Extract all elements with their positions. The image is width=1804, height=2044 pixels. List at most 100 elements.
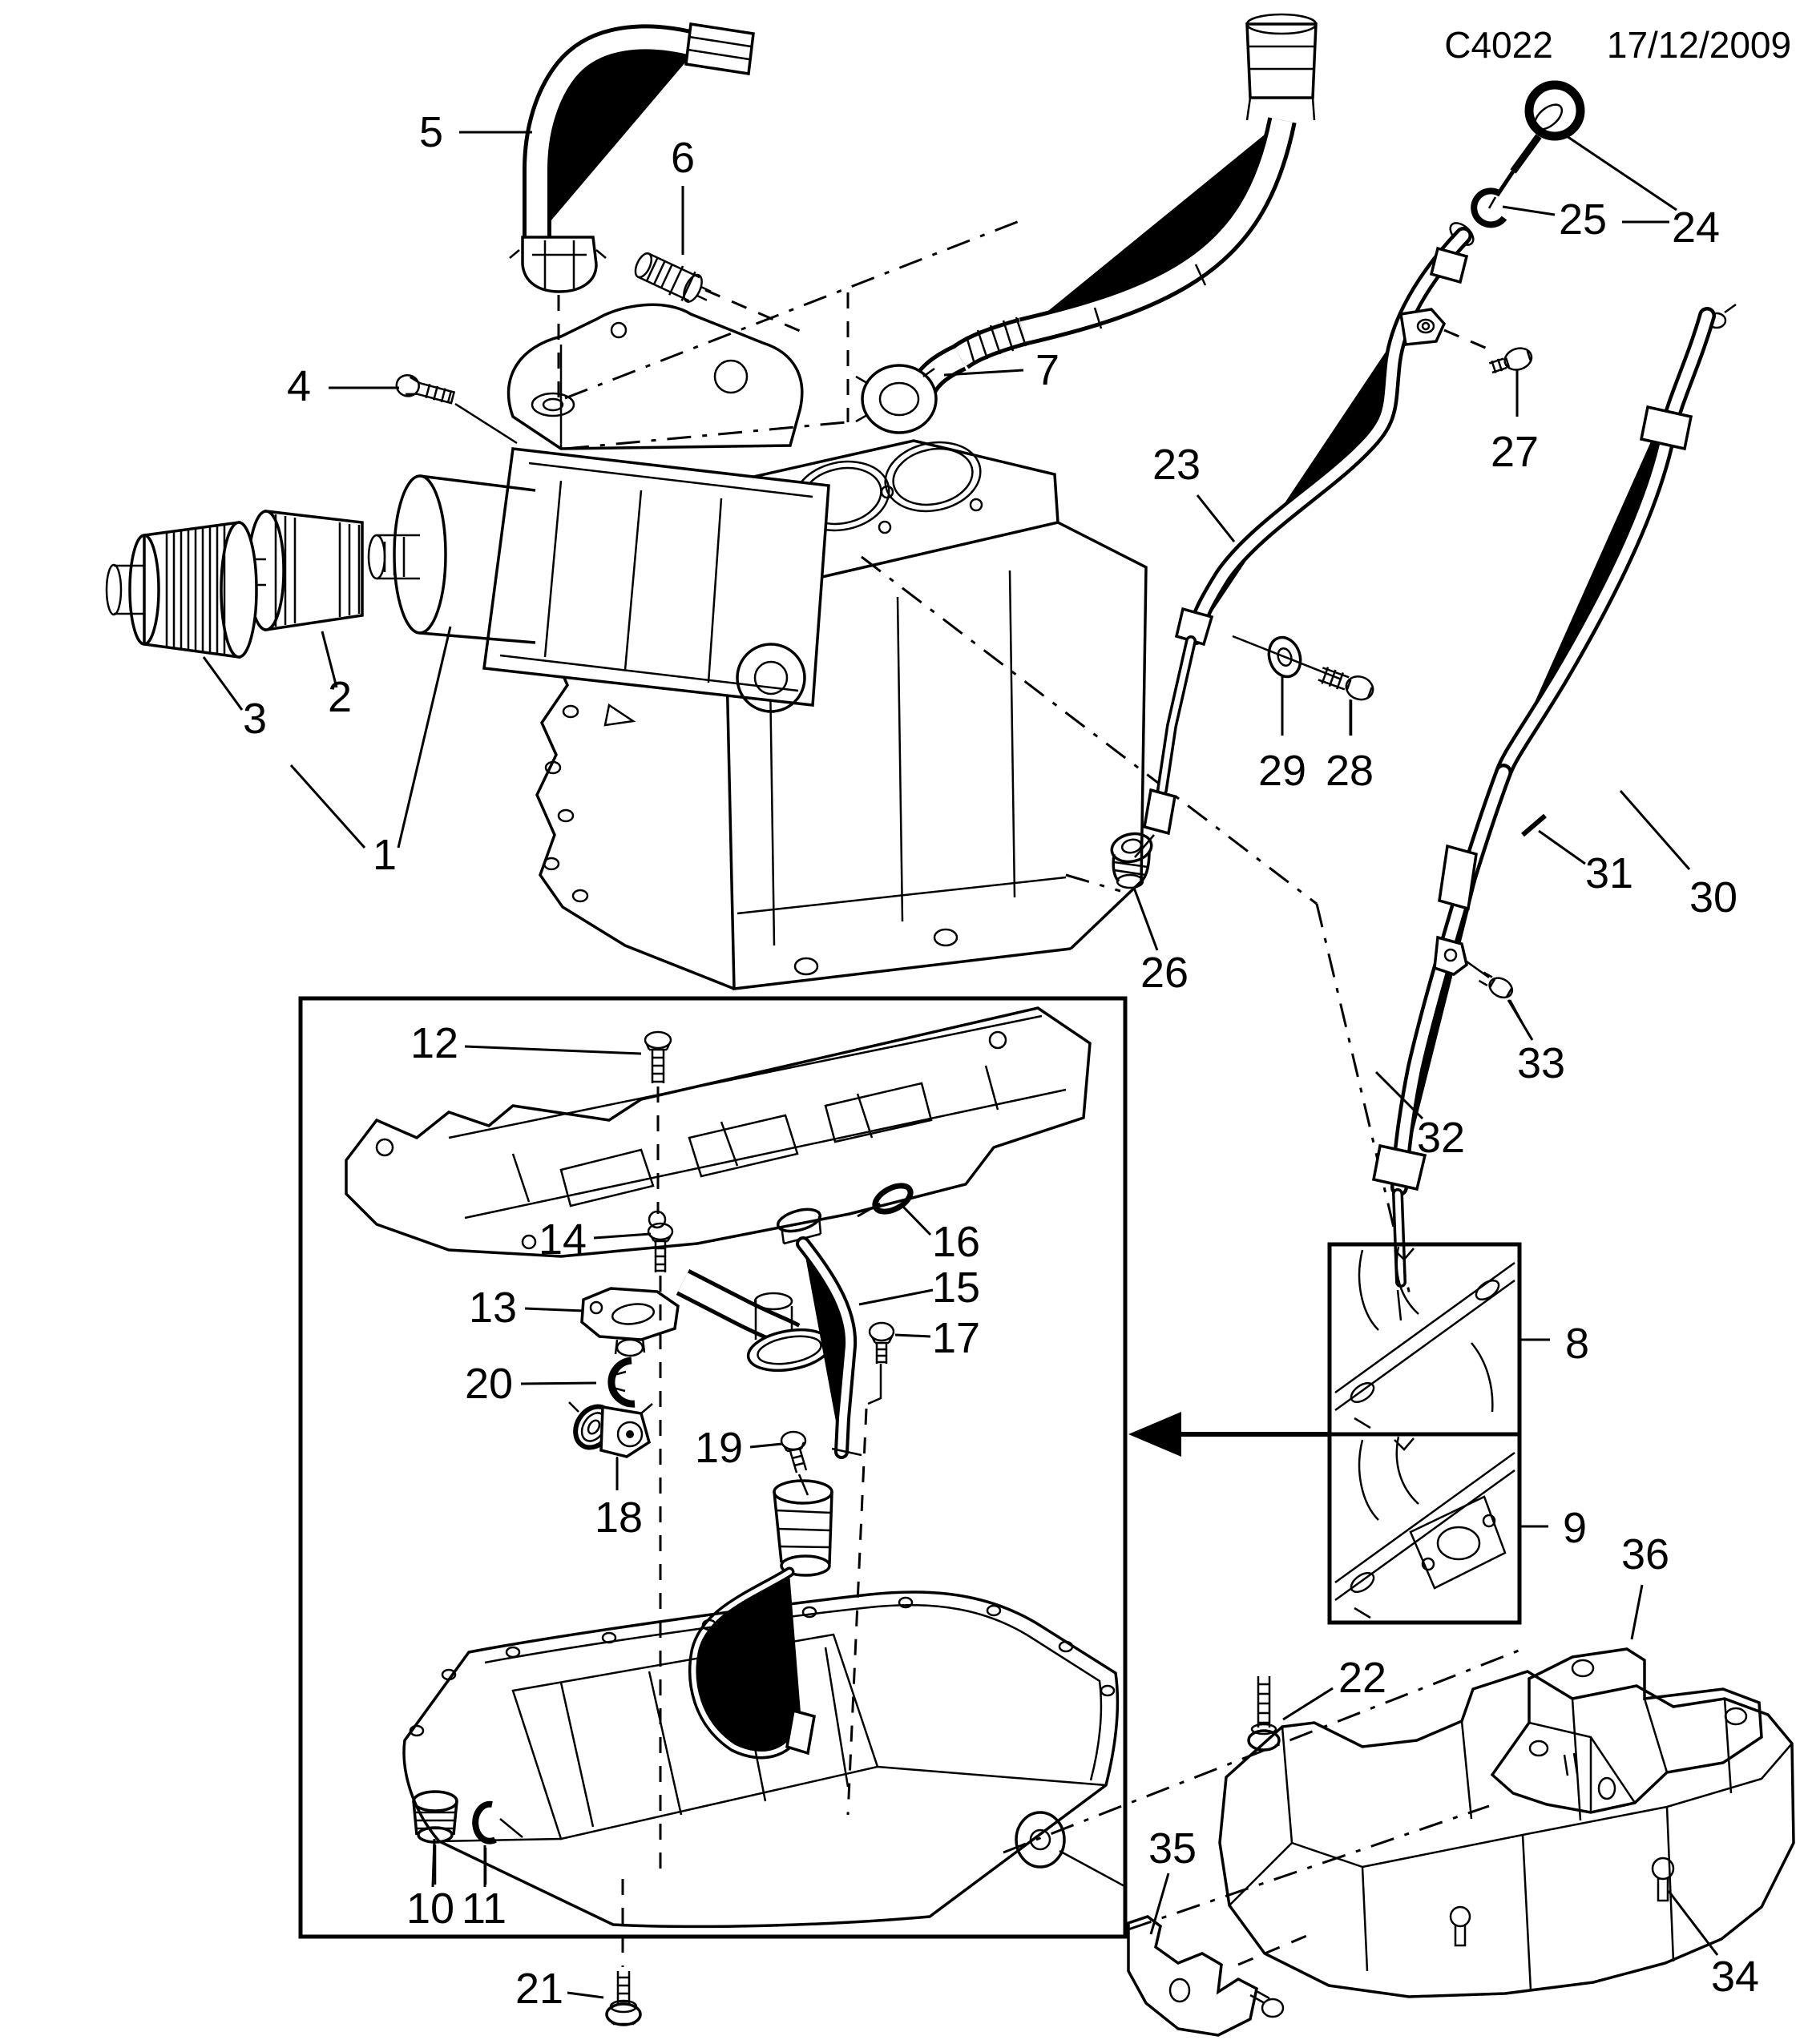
callout-4: 4 — [287, 362, 399, 410]
callout-10: 10 — [406, 1838, 454, 1933]
callout-34-number: 34 — [1711, 1953, 1759, 2001]
callout-22-leader — [1282, 1687, 1334, 1721]
callout-33-number: 33 — [1517, 1039, 1565, 1087]
callout-7: 7 — [943, 346, 1059, 394]
callout-33-leader — [1507, 999, 1534, 1041]
callout-36-number: 36 — [1621, 1530, 1669, 1578]
callout-34: 34 — [1667, 1890, 1759, 2001]
callout-28: 28 — [1326, 699, 1374, 795]
callout-17-number: 17 — [932, 1314, 980, 1362]
drawing-date: 17/12/2009 — [1607, 24, 1791, 66]
callout-4-number: 4 — [287, 362, 311, 410]
callout-36: 36 — [1621, 1530, 1669, 1640]
callout-6: 6 — [671, 134, 695, 255]
callout-24: 24 — [1564, 133, 1720, 252]
callout-35-number: 35 — [1148, 1824, 1197, 1873]
bolt-14 — [647, 1222, 674, 1873]
callout-31-number: 31 — [1585, 849, 1633, 897]
oil-filter-cap — [105, 520, 258, 659]
callout-5: 5 — [419, 108, 532, 156]
callout-7-leader — [943, 369, 1024, 377]
callout-13-leader — [524, 1307, 584, 1312]
windage-tray-baffle — [345, 1006, 1092, 1258]
oil-pickup-pipe — [580, 1282, 833, 1373]
callout-1-leader — [397, 626, 452, 849]
callout-25: 25 — [1502, 196, 1607, 244]
inset-box-8 — [1327, 1242, 1522, 1437]
callout-22-number: 22 — [1338, 1654, 1386, 1702]
callout-13-number: 13 — [469, 1284, 517, 1332]
callout-16-leader — [857, 1202, 881, 1218]
vent-hose-5 — [509, 22, 755, 398]
drawing-code: C4022 — [1444, 24, 1553, 66]
callout-8-number: 8 — [1565, 1320, 1589, 1368]
callout-3-number: 3 — [243, 695, 267, 743]
detail-arrow — [1128, 1412, 1330, 1457]
bolt-17 — [846, 1321, 895, 1816]
callout-15-leader — [858, 1288, 934, 1306]
callout-11-number: 11 — [462, 1885, 506, 1933]
callout-18: 18 — [595, 1458, 643, 1542]
oil-pressure-switch-18 — [568, 1401, 653, 1489]
callout-20-number: 20 — [465, 1360, 513, 1408]
callout-12-leader — [464, 1045, 642, 1055]
callout-14-number: 14 — [539, 1216, 587, 1264]
callout-29-number: 29 — [1258, 747, 1306, 795]
callout-15-number: 15 — [932, 1264, 980, 1312]
oil-pan-detail-box — [298, 996, 1128, 1939]
callout-7-number: 7 — [1035, 346, 1059, 394]
callout-3: 3 — [202, 656, 267, 743]
callout-2-number: 2 — [328, 673, 352, 721]
bolt-33 — [1478, 971, 1531, 1036]
callout-33: 33 — [1507, 999, 1565, 1087]
oil-pan — [402, 1590, 1127, 1929]
callout-10-number: 10 — [406, 1885, 454, 1933]
callout-23: 23 — [1152, 441, 1236, 542]
callout-16-leader — [902, 1205, 932, 1236]
callout-8: 8 — [1520, 1320, 1589, 1368]
dipstick-guide-tube-23 — [1134, 222, 1490, 858]
bolt-27 — [1488, 347, 1533, 417]
bolt-22 — [1247, 1676, 1281, 1752]
callout-18-number: 18 — [595, 1494, 643, 1542]
callout-12: 12 — [410, 1019, 642, 1067]
callout-21-number: 21 — [515, 1965, 563, 2013]
callout-16-number: 16 — [932, 1218, 980, 1266]
callout-22: 22 — [1282, 1654, 1386, 1721]
callout-21: 21 — [515, 1965, 604, 2013]
callout-9-number: 9 — [1563, 1504, 1587, 1552]
callout-21-leader — [567, 1991, 604, 1999]
assembly-axis-lines-top — [564, 216, 1412, 1299]
callout-19: 19 — [695, 1424, 783, 1472]
inset-box-9 — [1327, 1432, 1522, 1625]
callout-6-number: 6 — [671, 134, 695, 182]
callout-29: 29 — [1258, 675, 1306, 795]
callout-30-number: 30 — [1689, 873, 1737, 921]
callout-25-leader — [1502, 205, 1556, 216]
callout-25-number: 25 — [1559, 196, 1607, 244]
callout-31: 31 — [1538, 829, 1633, 897]
vent-hose-7 — [855, 13, 1318, 434]
circlip-25 — [1471, 187, 1507, 228]
callout-1: 1 — [289, 626, 452, 879]
callout-19-leader — [749, 1442, 783, 1449]
callout-27: 27 — [1491, 370, 1539, 476]
callout-14-leader — [593, 1232, 652, 1240]
callout-12-number: 12 — [410, 1019, 458, 1067]
callout-23-leader — [1196, 494, 1236, 542]
callout-26-number: 26 — [1140, 949, 1189, 997]
callout-34-leader — [1667, 1890, 1719, 1956]
callout-27-number: 27 — [1491, 428, 1539, 476]
bolt-21 — [605, 1879, 642, 2026]
bracket-35 — [1127, 1915, 1315, 2037]
callout-32-number: 32 — [1417, 1114, 1465, 1162]
callout-5-number: 5 — [419, 108, 443, 156]
assembly-axis-lines-bottom — [1003, 1647, 1524, 1931]
oil-cooler-filter-housing — [367, 303, 830, 727]
oil-level-sensor — [693, 1479, 833, 1754]
callout-28-number: 28 — [1326, 747, 1374, 795]
seal-ring-11 — [472, 1800, 523, 1885]
